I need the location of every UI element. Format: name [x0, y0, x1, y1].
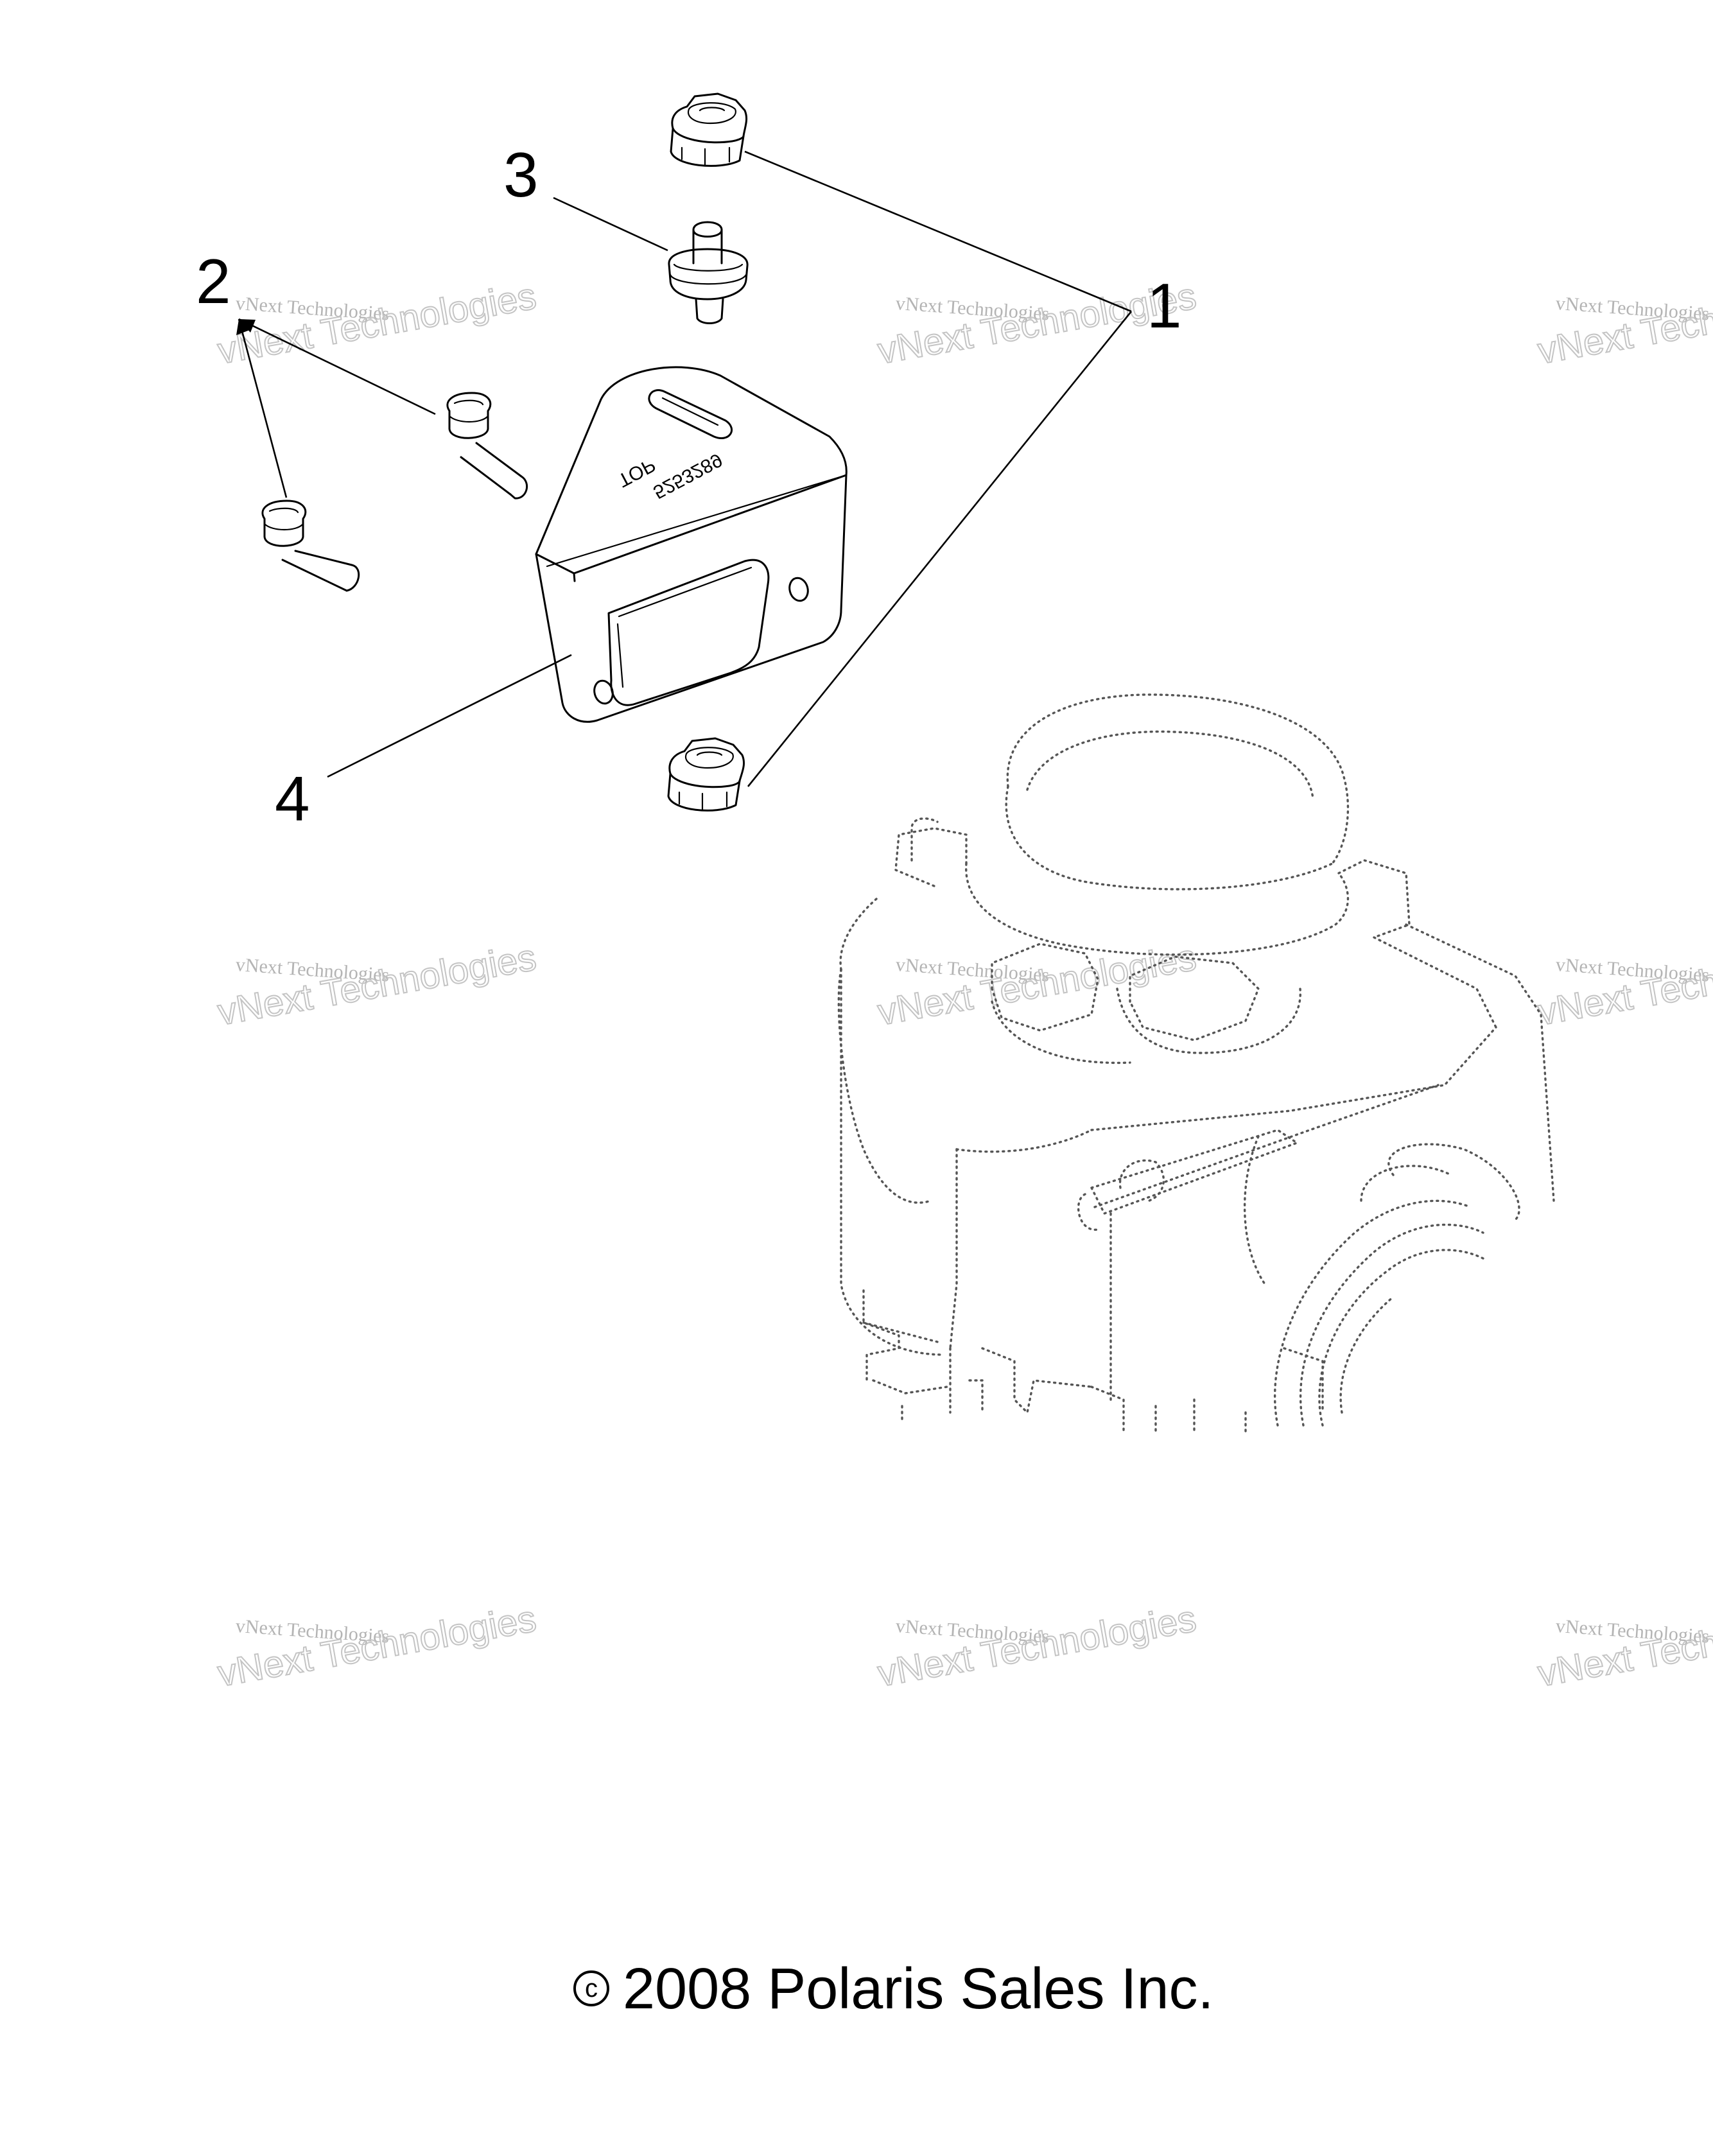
flange-nut-bottom	[667, 737, 745, 812]
callout-1: 1	[1147, 270, 1182, 341]
watermark: vNext Technologies vNext Technologies	[1534, 1597, 1713, 1695]
mounting-bracket: 5253289 TOP	[535, 366, 848, 723]
arrowhead-2-lower	[236, 319, 250, 335]
arrowhead-2-upper	[239, 319, 256, 333]
watermark-large-text: vNext Technologies	[1535, 936, 1713, 1033]
watermark: vNext Technologies vNext Technologies	[214, 935, 540, 1034]
watermark: vNext Technologies vNext Technologies	[1534, 935, 1713, 1034]
leader-line-1-lower	[747, 311, 1133, 787]
callout-3: 3	[503, 139, 539, 210]
callout-2: 2	[196, 246, 231, 317]
bracket-part-number: 5253289	[650, 449, 726, 503]
watermark: vNext Technologies vNext Technologies	[874, 935, 1200, 1034]
watermark: vNext Technologies vNext Technologies	[874, 1597, 1200, 1695]
mounting-stud	[668, 221, 749, 324]
watermark-large-text: vNext Technologies	[214, 1597, 539, 1694]
copyright-notice: c 2008 Polaris Sales Inc.	[573, 1957, 1214, 2021]
callout-4: 4	[275, 763, 310, 834]
bracket-stamp: 5253289 TOP	[614, 449, 726, 503]
leader-line-1-upper	[744, 150, 1132, 313]
watermark-large-text: vNext Technologies	[874, 1597, 1199, 1694]
hex-bolt-upper	[446, 392, 528, 500]
copyright-circle	[573, 1970, 609, 2006]
watermark-large-text: vNext Technologies	[214, 275, 539, 372]
watermark-large-text: vNext Technologies	[1535, 275, 1713, 372]
leader-line-3	[553, 196, 668, 252]
watermark: vNext Technologies vNext Technologies	[214, 1597, 540, 1695]
flange-nut-top	[670, 92, 748, 167]
leader-line-2-lower	[238, 318, 288, 498]
leader-lines	[238, 150, 1133, 787]
copyright-text: 2008 Polaris Sales Inc.	[623, 1957, 1214, 2021]
copyright-symbol: c	[585, 1974, 598, 2003]
leader-line-4	[327, 654, 572, 778]
watermark: vNext Technologies vNext Technologies	[214, 274, 540, 372]
watermark-grid: vNext Technologies vNext Technologies vN…	[214, 274, 1713, 1695]
watermark-large-text: vNext Technologies	[214, 936, 539, 1033]
leader-line-2-upper	[238, 318, 436, 415]
engine-housing-outline	[837, 693, 1555, 1433]
watermark-large-text: vNext Technologies	[1535, 1597, 1713, 1694]
hex-bolt-lower	[261, 500, 360, 592]
watermark-large-text: vNext Technologies	[874, 936, 1199, 1033]
watermark: vNext Technologies vNext Technologies	[1534, 274, 1713, 372]
